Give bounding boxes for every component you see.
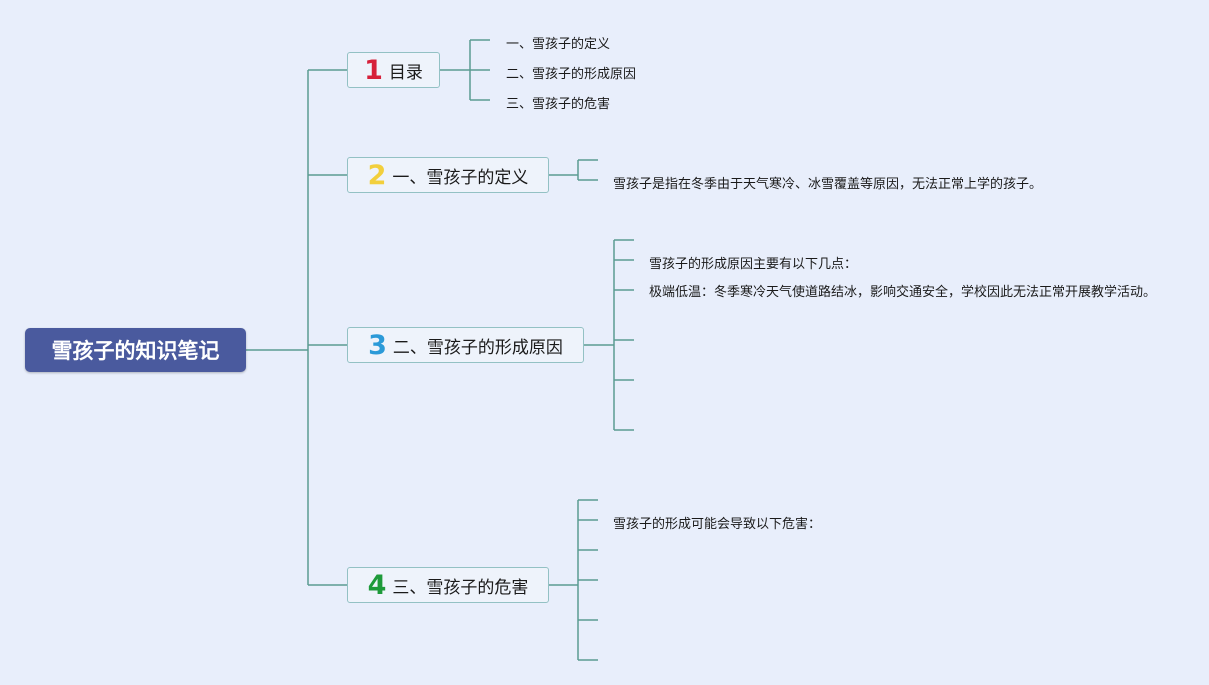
- topic-label: 一、雪孩子的定义: [392, 167, 529, 188]
- toc-item-definition[interactable]: 一、雪孩子的定义: [506, 37, 611, 52]
- definition-text[interactable]: 雪孩子是指在冬季由于天气寒冷、冰雪覆盖等原因，无法正常上学的孩子。: [613, 177, 1043, 192]
- topic-number-2: 2: [367, 159, 387, 191]
- topic-harms[interactable]: 4 三、雪孩子的危害: [347, 567, 549, 603]
- cause-extreme-cold[interactable]: 极端低温：冬季寒冷天气使道路结冰，影响交通安全，学校因此无法正常开展教学活动。: [649, 285, 1157, 300]
- topic-definition[interactable]: 2 一、雪孩子的定义: [347, 157, 549, 193]
- topic-contents[interactable]: 1 目录: [347, 52, 440, 88]
- topic-number-1: 1: [364, 54, 383, 86]
- topic-number-3: 3: [368, 329, 387, 361]
- root-label: 雪孩子的知识笔记: [51, 339, 220, 363]
- topic-number-4: 4: [367, 569, 387, 601]
- toc-item-causes[interactable]: 二、雪孩子的形成原因: [506, 67, 637, 82]
- root-node[interactable]: 雪孩子的知识笔记: [25, 328, 246, 372]
- causes-intro[interactable]: 雪孩子的形成原因主要有以下几点：: [649, 257, 858, 272]
- topic-label: 三、雪孩子的危害: [392, 577, 529, 598]
- topic-label: 二、雪孩子的形成原因: [392, 337, 563, 358]
- topic-label: 目录: [388, 62, 423, 83]
- topic-causes[interactable]: 3 二、雪孩子的形成原因: [347, 327, 584, 363]
- toc-item-harms[interactable]: 三、雪孩子的危害: [506, 97, 611, 112]
- harms-intro[interactable]: 雪孩子的形成可能会导致以下危害：: [613, 517, 822, 532]
